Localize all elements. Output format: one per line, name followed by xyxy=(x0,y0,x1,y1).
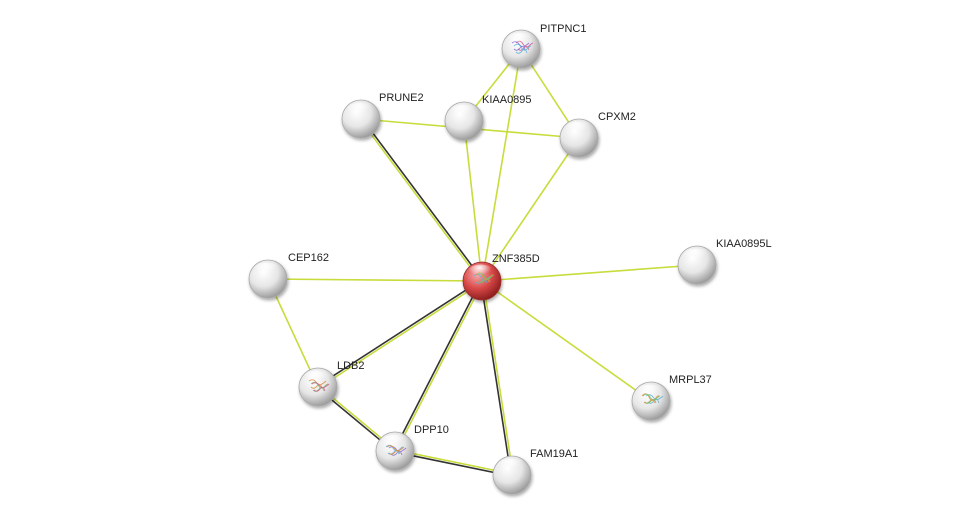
node-label-fam19a1: FAM19A1 xyxy=(530,448,578,460)
edge-znf385d-mrpl37[interactable] xyxy=(481,280,652,402)
node-label-cpxm2: CPXM2 xyxy=(598,111,636,123)
edge-line xyxy=(394,451,512,477)
node-cep162[interactable]: CEP162 xyxy=(248,252,329,299)
edge-line xyxy=(463,120,483,282)
edge-line xyxy=(267,278,319,388)
edge-layer xyxy=(267,48,698,477)
node-kiaa0895[interactable]: KIAA0895 xyxy=(444,94,532,141)
node-dpp10[interactable]: DPP10 xyxy=(375,424,449,471)
node-label-pitpnc1: PITPNC1 xyxy=(540,23,586,35)
node-label-kiaa0895: KIAA0895 xyxy=(482,94,532,106)
node-highlight xyxy=(380,434,408,451)
node-kiaa0895l[interactable]: KIAA0895L xyxy=(677,238,772,285)
edge-dpp10-fam19a1[interactable] xyxy=(394,449,513,477)
node-label-cep162: CEP162 xyxy=(288,252,329,264)
edge-line xyxy=(361,117,484,281)
node-highlight xyxy=(467,264,495,281)
edge-line xyxy=(395,449,513,475)
edge-line xyxy=(482,280,514,475)
node-label-dpp10: DPP10 xyxy=(414,424,449,436)
node-highlight xyxy=(682,248,710,265)
node-highlight xyxy=(303,370,331,387)
node-mrpl37[interactable]: MRPL37 xyxy=(631,374,712,421)
edge-line xyxy=(395,281,484,452)
edge-line xyxy=(393,280,482,451)
edge-znf385d-dpp10[interactable] xyxy=(393,280,484,452)
node-prune2[interactable]: PRUNE2 xyxy=(341,92,424,139)
edge-znf385d-cep162[interactable] xyxy=(267,278,483,282)
edge-line xyxy=(316,279,482,387)
node-highlight xyxy=(449,104,477,121)
node-highlight xyxy=(636,384,664,401)
node-highlight xyxy=(497,458,525,475)
edge-line xyxy=(480,281,512,476)
edge-znf385d-prune2[interactable] xyxy=(359,117,484,283)
node-label-ldb2: LDB2 xyxy=(337,360,365,372)
node-label-znf385d: ZNF385D xyxy=(492,253,540,265)
node-znf385d[interactable]: ZNF385D xyxy=(462,253,540,301)
edge-znf385d-kiaa0895[interactable] xyxy=(463,120,483,282)
edge-line xyxy=(481,264,698,282)
edge-line xyxy=(359,119,482,283)
node-highlight xyxy=(346,102,374,119)
edge-cep162-ldb2[interactable] xyxy=(267,278,319,388)
edge-line xyxy=(267,278,483,282)
edge-line xyxy=(481,137,580,282)
edge-znf385d-ldb2[interactable] xyxy=(316,279,484,389)
node-label-prune2: PRUNE2 xyxy=(379,92,424,104)
node-label-kiaa0895l: KIAA0895L xyxy=(716,238,772,250)
node-fam19a1[interactable]: FAM19A1 xyxy=(492,448,578,495)
node-highlight xyxy=(564,121,592,138)
edge-line xyxy=(318,281,484,389)
edge-line xyxy=(481,48,522,282)
edge-znf385d-cpxm2[interactable] xyxy=(481,137,580,282)
node-pitpnc1[interactable]: PITPNC1 xyxy=(501,23,586,69)
edge-znf385d-pitpnc1[interactable] xyxy=(481,48,522,282)
node-cpxm2[interactable]: CPXM2 xyxy=(559,111,636,158)
node-label-mrpl37: MRPL37 xyxy=(669,374,712,386)
node-highlight xyxy=(506,32,534,49)
edge-znf385d-fam19a1[interactable] xyxy=(480,280,514,476)
edge-line xyxy=(481,280,652,402)
edge-znf385d-kiaa0895l[interactable] xyxy=(481,264,698,282)
node-ldb2[interactable]: LDB2 xyxy=(298,360,365,407)
node-highlight xyxy=(253,262,281,279)
